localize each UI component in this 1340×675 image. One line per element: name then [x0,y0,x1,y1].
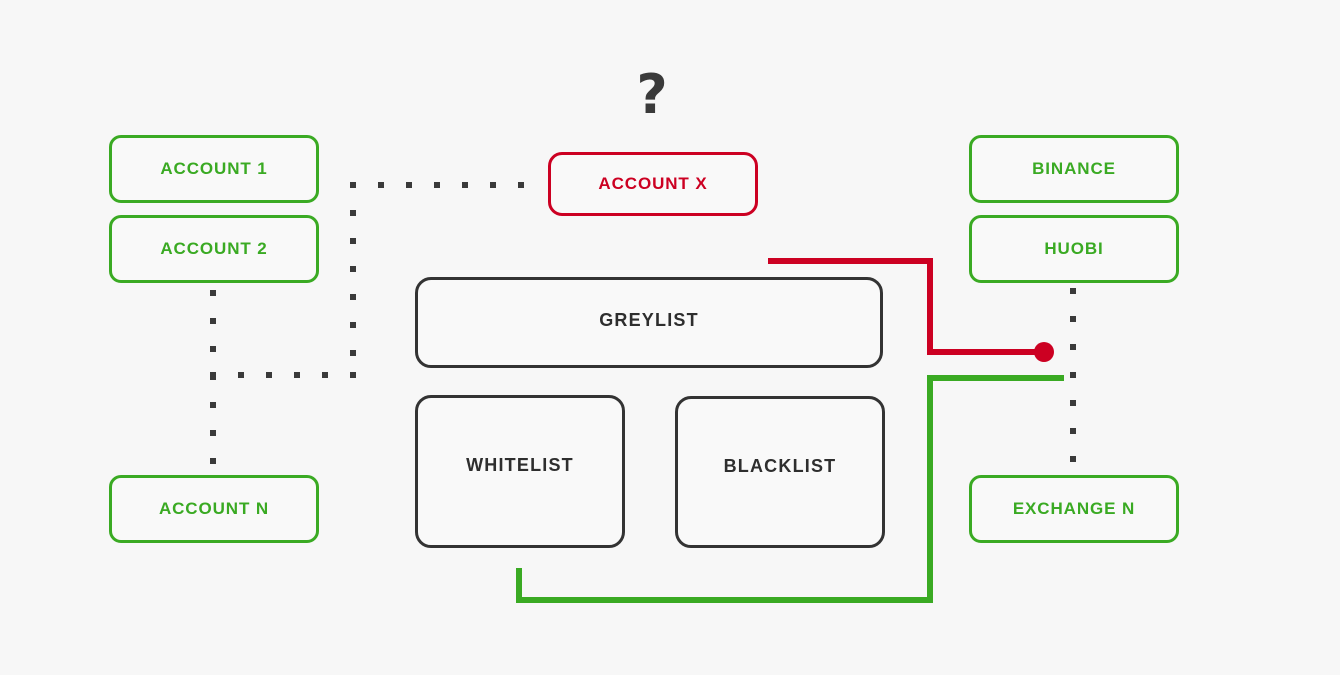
connector-endpoint-dot [1034,342,1054,362]
connector-exchanges-vertical [1070,288,1076,466]
node-account-1[interactable]: ACCOUNT 1 [109,135,319,203]
node-label: ACCOUNT X [598,174,708,193]
node-label: ACCOUNT N [158,499,270,518]
connector-accounts-vertical-inner [350,182,356,378]
node-exchange-n[interactable]: EXCHANGE N [969,475,1179,543]
node-greylist[interactable]: GREYLIST [415,277,883,368]
node-account-2[interactable]: ACCOUNT 2 [109,215,319,283]
node-label: BINANCE [1032,159,1116,178]
connector-accounts-to-account-x [350,182,530,188]
node-label: ACCOUNT 1 [160,159,268,178]
node-blacklist[interactable]: BLACKLIST [675,396,885,548]
node-binance[interactable]: BINANCE [969,135,1179,203]
node-label: BLACKLIST [723,455,837,476]
question-mark-icon: ? [636,63,668,126]
node-whitelist[interactable]: WHITELIST [415,395,625,548]
node-label: GREYLIST [599,310,699,330]
node-label: ACCOUNT 2 [160,239,268,258]
node-label: WHITELIST [466,455,574,475]
connector-whitelist-to-exchanges [516,375,1064,603]
node-account-n[interactable]: ACCOUNT N [109,475,319,543]
node-label: EXCHANGE N [1012,499,1136,518]
connector-greylist-to-exchanges [768,258,1040,355]
node-huobi[interactable]: HUOBI [969,215,1179,283]
connector-accounts-horizontal-join [210,372,358,378]
node-account-x[interactable]: ACCOUNT X [548,152,758,216]
node-label: HUOBI [1044,239,1104,258]
